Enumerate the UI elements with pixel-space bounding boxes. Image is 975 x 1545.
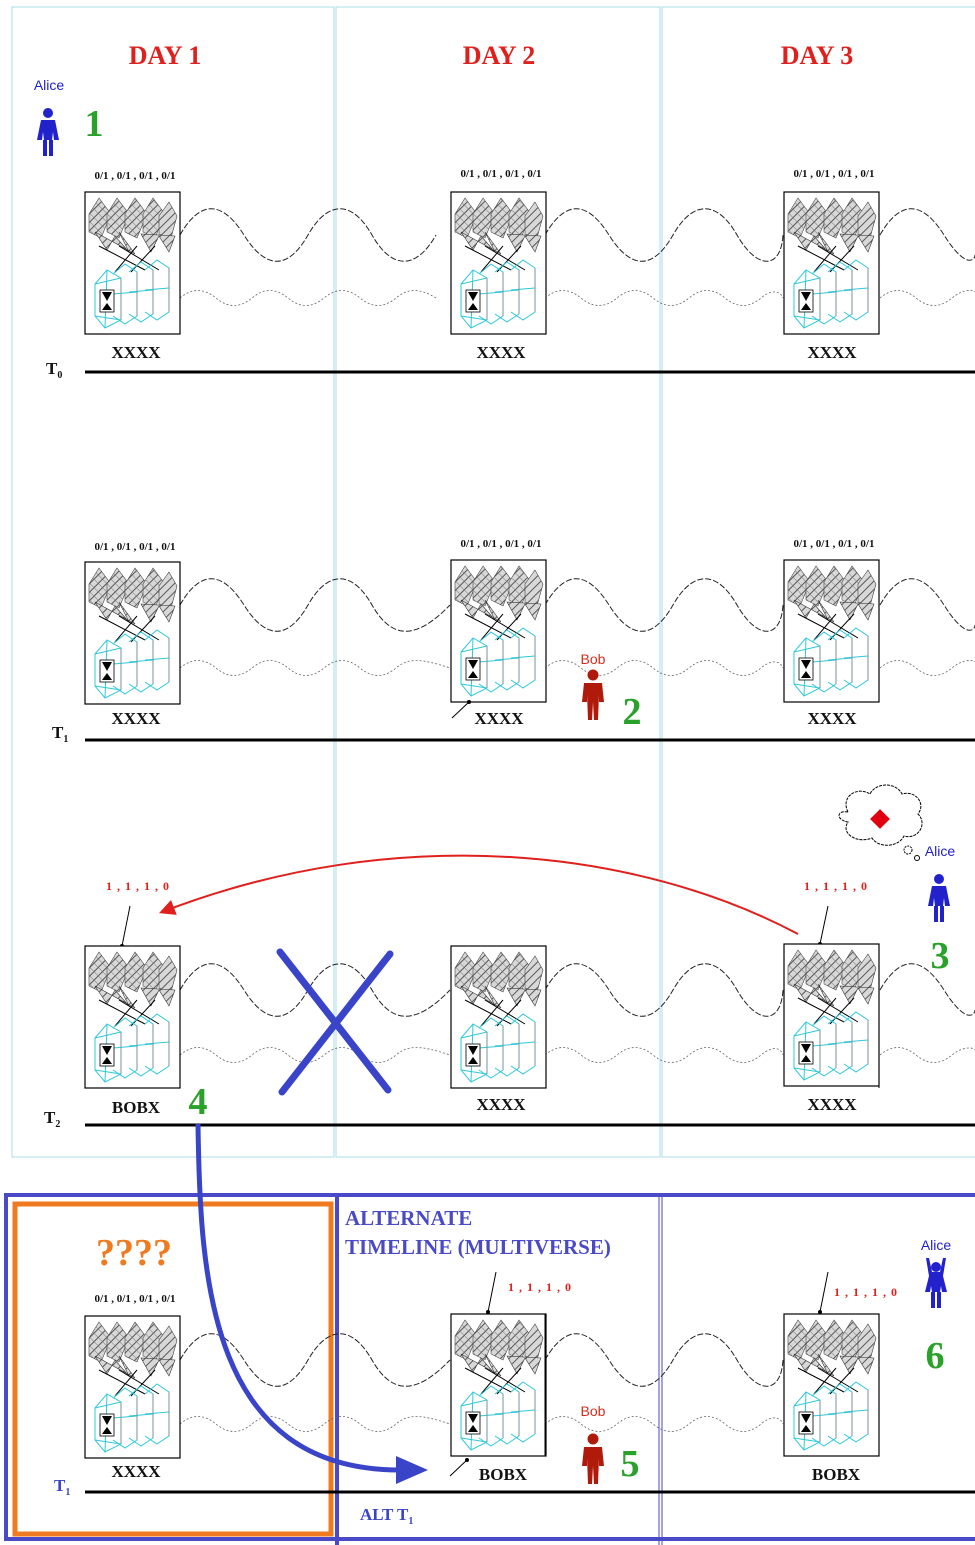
bob-figure-icon <box>582 669 604 720</box>
content-t1-day3: XXXX <box>807 709 857 728</box>
content-alt-day2: BOBX <box>479 1465 528 1484</box>
content-alt-day1: XXXX <box>111 1462 161 1481</box>
content-t0-day3: XXXX <box>807 343 857 362</box>
step-2-number: 2 <box>623 691 642 733</box>
alice-label-step3: Alice <box>925 843 956 859</box>
state-t0-day2: 0/1 , 0/1 , 0/1 , 0/1 <box>461 168 542 180</box>
content-t2-day2: XXXX <box>476 1095 526 1114</box>
memory-unit-t1-day3 <box>783 559 880 703</box>
memory-unit-alt-day2 <box>450 1313 547 1457</box>
state-alt-day1: 0/1 , 0/1 , 0/1 , 0/1 <box>95 1293 176 1305</box>
state-t0-day1: 0/1 , 0/1 , 0/1 , 0/1 <box>95 170 176 182</box>
memory-unit-t0-day3 <box>783 191 880 335</box>
memory-unit-t2-day2 <box>450 945 547 1089</box>
send-back-arrow <box>159 854 799 935</box>
bob-pointer-dot-t1 <box>467 700 471 704</box>
state-t0-day3: 0/1 , 0/1 , 0/1 , 0/1 <box>794 168 875 180</box>
alice-cheering-icon <box>925 1258 947 1308</box>
branch-arrow <box>195 1123 401 1473</box>
state-t2-day3: 1 , 1 , 1 , 0 <box>804 879 868 893</box>
branch-arrowhead <box>396 1456 428 1484</box>
bracket-t2-day1 <box>160 945 181 1088</box>
day-3-header: DAY 3 <box>781 41 853 70</box>
diamond-icon <box>870 809 890 829</box>
pointer-alt-day3 <box>819 1271 829 1313</box>
memory-unit-t2-day1 <box>84 945 181 1089</box>
memory-unit-alt-day1 <box>84 1315 181 1459</box>
bob-label-t1: Bob <box>581 651 606 667</box>
pointer-t2-day3 <box>819 905 829 945</box>
state-t2-day1: 1 , 1 , 1 , 0 <box>106 879 170 893</box>
alternate-title-line2: TIMELINE (MULTIVERSE) <box>345 1235 611 1259</box>
label-t0: T0 <box>46 359 62 381</box>
state-t1-day2: 0/1 , 0/1 , 0/1 , 0/1 <box>461 538 542 550</box>
step-5-number: 5 <box>621 1443 640 1485</box>
state-t1-day3: 0/1 , 0/1 , 0/1 , 0/1 <box>794 538 875 550</box>
alice-figure-step3-icon <box>928 874 950 922</box>
memory-unit-t1-day2 <box>450 559 547 703</box>
content-t0-day2: XXXX <box>476 343 526 362</box>
memory-unit-t0-day1 <box>84 191 181 335</box>
grid-columns <box>11 6 975 1158</box>
alice-label-step6: Alice <box>921 1237 952 1253</box>
bob-label-alt: Bob <box>581 1403 606 1419</box>
unknown-marker: ???? <box>96 1232 172 1274</box>
content-t1-day1: XXXX <box>111 709 161 728</box>
alternate-timeline-frame <box>4 1193 975 1541</box>
label-t1-alt: T1 <box>54 1476 70 1498</box>
content-t2-day1: BOBX <box>112 1098 161 1117</box>
pointer-t2-day1 <box>121 905 131 947</box>
label-t2: T2 <box>44 1108 60 1130</box>
bracket-alt-day3 <box>860 1313 880 1456</box>
step-4-number: 4 <box>189 1081 208 1123</box>
day-1-header: DAY 1 <box>129 41 201 70</box>
state-t1-day1: 0/1 , 0/1 , 0/1 , 0/1 <box>95 541 176 553</box>
content-t1-day2: XXXX <box>474 709 524 728</box>
alice-figure-icon <box>37 108 59 156</box>
step-6-number: 6 <box>926 1335 945 1377</box>
wave-row-t0 <box>179 208 975 306</box>
content-t2-day3: XXXX <box>807 1095 857 1114</box>
bob-figure-alt-icon <box>582 1433 604 1484</box>
content-t0-day1: XXXX <box>111 343 161 362</box>
day-2-header: DAY 2 <box>463 41 535 70</box>
state-alt-day2: 1 , 1 , 1 , 0 <box>508 1280 572 1294</box>
memory-unit-t0-day2 <box>450 191 547 335</box>
bob-pointer-alt <box>449 1458 469 1477</box>
bob-pointer-t1 <box>451 700 471 719</box>
thought-bubble <box>838 784 923 861</box>
pointer-alt-day2 <box>487 1271 497 1313</box>
wave-row-t1 <box>179 578 975 676</box>
cross-out-mark <box>276 948 394 1096</box>
memory-unit-t1-day1 <box>84 561 181 705</box>
content-alt-day3: BOBX <box>812 1465 861 1484</box>
bracket-alt-day2 <box>527 1313 546 1456</box>
bracket-t2-day3 <box>860 943 880 1088</box>
memory-unit-alt-day3 <box>783 1313 880 1457</box>
unknown-region-box <box>12 1201 334 1537</box>
alice-label: Alice <box>34 77 65 93</box>
alternate-title-line1: ALTERNATE <box>345 1206 472 1230</box>
label-alt-t1: ALT T1 <box>360 1505 413 1527</box>
state-alt-day3: 1 , 1 , 1 , 0 <box>834 1285 898 1299</box>
memory-unit-t2-day3 <box>783 943 880 1087</box>
label-t1: T1 <box>52 723 68 745</box>
step-1-number: 1 <box>85 103 104 145</box>
step-3-number: 3 <box>931 935 950 977</box>
